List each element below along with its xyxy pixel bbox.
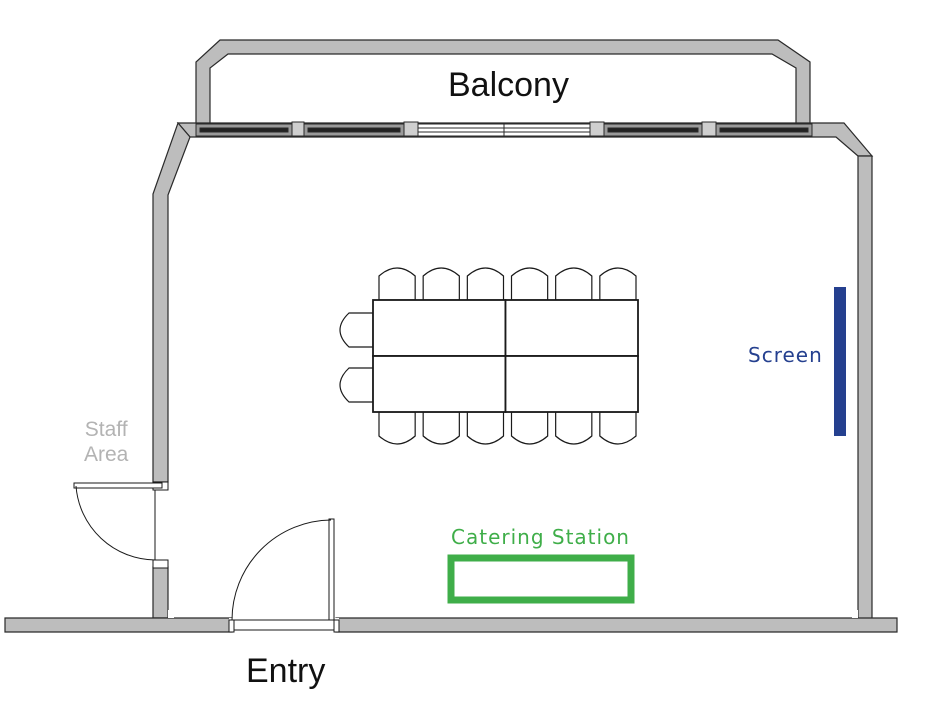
table xyxy=(504,355,639,413)
staff-area-label-line2: Area xyxy=(84,443,129,466)
chair-top xyxy=(422,267,460,301)
balcony-windows xyxy=(195,121,813,137)
screen-label: Screen xyxy=(748,343,823,367)
staff-door[interactable] xyxy=(73,481,169,569)
room-right-wall xyxy=(857,155,873,627)
balcony-label: Balcony xyxy=(448,66,569,104)
chair-top xyxy=(466,267,505,301)
entry-door[interactable] xyxy=(228,518,340,633)
chair-end xyxy=(339,312,374,348)
bottom-wall-left xyxy=(4,617,233,633)
table xyxy=(372,299,507,357)
chair-bottom xyxy=(555,411,593,445)
chair-bottom xyxy=(466,411,505,445)
chair-end xyxy=(339,367,374,403)
catering-station-marker xyxy=(447,554,635,604)
staff-area-label: Staff Area xyxy=(84,417,128,467)
chair-bottom xyxy=(422,411,460,445)
chair-bottom xyxy=(599,411,637,445)
chair-top xyxy=(378,267,416,301)
chair-bottom xyxy=(510,411,549,445)
chair-top xyxy=(555,267,593,301)
staff-area-label-line1: Staff xyxy=(84,418,128,441)
chair-top xyxy=(599,267,637,301)
catering-station-label: Catering Station xyxy=(451,525,630,549)
chair-bottom xyxy=(378,411,416,445)
table xyxy=(372,355,507,413)
room-left-wall xyxy=(152,121,191,483)
screen-marker xyxy=(834,287,846,436)
room-left-wall-lower xyxy=(152,566,169,619)
entry-label: Entry xyxy=(246,652,326,690)
chair-top xyxy=(510,267,549,301)
conference-table-group xyxy=(339,267,639,445)
table xyxy=(504,299,639,357)
bottom-wall-right xyxy=(335,617,898,633)
